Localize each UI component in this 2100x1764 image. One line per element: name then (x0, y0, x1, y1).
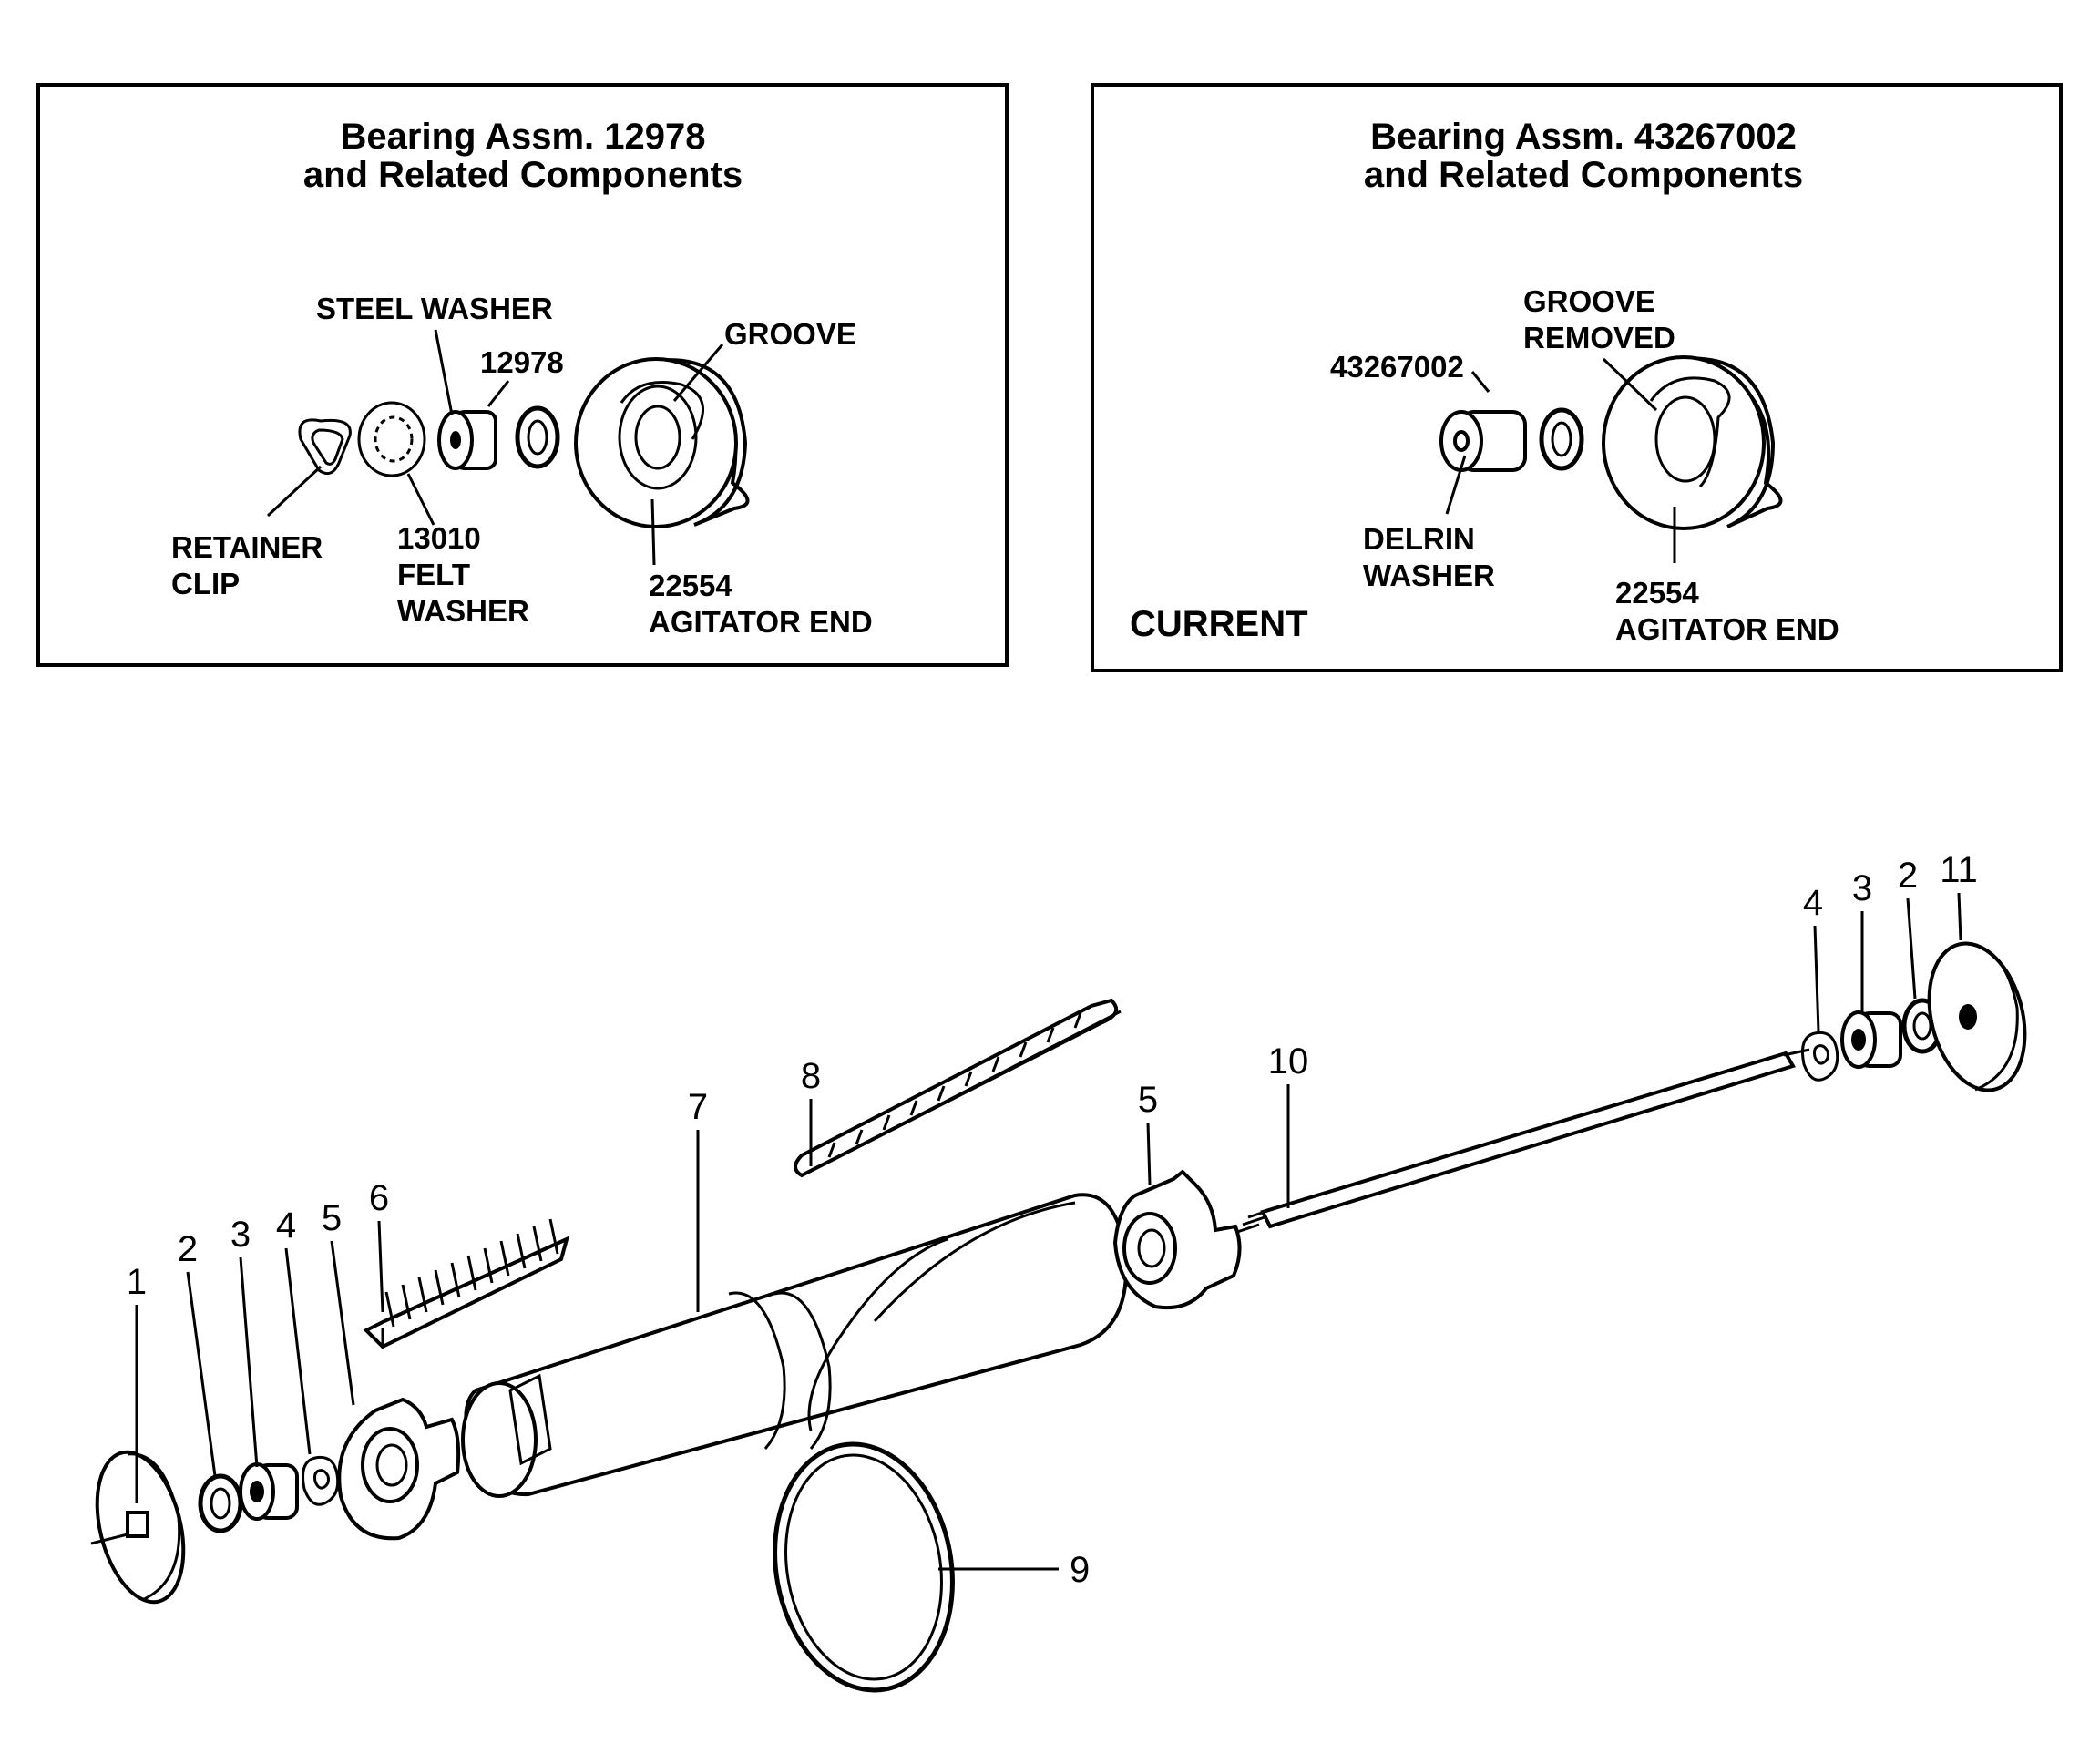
retainer-label-line2: CLIP (171, 567, 240, 600)
exploded-view: 1 2 3 4 5 6 7 8 9 10 5 4 3 2 11 (90, 850, 2027, 1693)
callout-3: 3 (230, 1215, 251, 1255)
right-panel: Bearing Assm. 43267002 and Related Compo… (1091, 83, 2063, 672)
groove-removed-leader (1602, 357, 1658, 412)
current-label: CURRENT (1130, 604, 1308, 644)
callout-3-leader (239, 1256, 259, 1468)
callout-7: 7 (688, 1087, 708, 1127)
retainer-leader (266, 465, 323, 518)
felt-washer-inner-icon (374, 415, 414, 463)
left-panel: Bearing Assm. 12978 and Related Componen… (36, 83, 1009, 667)
callout-5r-leader (1146, 1122, 1152, 1185)
washer-icon (515, 405, 560, 469)
felt-leader (406, 473, 435, 526)
felt-washer-icon (357, 401, 426, 477)
brush-strip-upper-icon (794, 998, 1122, 1178)
left-bearing-icon (239, 1462, 299, 1521)
left-panel-frame (36, 83, 1009, 667)
retainer-clip-icon (298, 418, 352, 476)
left-agitator-end-icon (337, 1397, 461, 1541)
callout-5: 5 (322, 1198, 342, 1238)
callout-8: 8 (801, 1056, 821, 1096)
delrin-bearing-hole-icon (1453, 430, 1470, 452)
shaft-icon (1236, 1048, 1810, 1234)
belt-icon (773, 1441, 955, 1693)
left-washer-hole-icon (210, 1487, 231, 1520)
felt-label-line1: FELT (397, 558, 470, 591)
callout-4r-leader (1813, 925, 1820, 1032)
washer-hole-icon-right (1551, 421, 1572, 457)
callout-11-leader (1957, 892, 1962, 941)
left-retainer-clip-icon (302, 1455, 340, 1506)
felt-number-label: 13010 (397, 521, 481, 555)
right-agitator-end-icon (1112, 1169, 1242, 1310)
left-washer-icon (198, 1473, 243, 1533)
steel-washer-leader (434, 329, 454, 415)
callout-2r-leader (1906, 897, 1917, 1000)
callout-3-right: 3 (1852, 868, 1872, 908)
right-washer-hole-icon (1912, 1011, 1932, 1041)
groove-label: GROOVE (724, 317, 856, 351)
callout-5-right: 5 (1138, 1080, 1158, 1120)
right-end-cap-icon (1927, 941, 2027, 1092)
callout-4: 4 (276, 1205, 296, 1246)
delrin-label-line2: WASHER (1363, 559, 1495, 592)
callout-2-right: 2 (1898, 856, 1918, 896)
left-end-cap-icon (90, 1450, 186, 1605)
callout-9: 9 (1070, 1550, 1090, 1590)
delrin-bearing-face-icon (1439, 410, 1483, 472)
brush-strip-icon (363, 1218, 570, 1349)
bearing-number-leader (487, 380, 510, 407)
callout-4-leader (284, 1247, 312, 1455)
agitator-name-label-right: AGITATOR END (1615, 612, 1839, 646)
bearing-number-label: 12978 (480, 345, 564, 379)
right-panel-frame (1091, 83, 2063, 672)
bearing-number-label-right: 43267002 (1330, 350, 1464, 384)
bearing-number-leader-right (1470, 371, 1490, 393)
delrin-label-line1: DELRIN (1363, 522, 1475, 556)
felt-label-line2: WASHER (397, 594, 529, 628)
right-panel-title-line1: Bearing Assm. 43267002 (1370, 117, 1797, 157)
agitator-number-label: 22554 (649, 569, 732, 602)
callout-6: 6 (369, 1178, 389, 1218)
washer-hole-icon (527, 419, 548, 456)
steel-washer-label: STEEL WASHER (316, 292, 553, 325)
agitator-leader (650, 498, 656, 566)
groove-removed-label-line2: REMOVED (1523, 321, 1675, 354)
right-retainer-clip-icon (1801, 1031, 1839, 1082)
agitator-end-icon (574, 357, 750, 528)
agitator-end-icon-right (1602, 355, 1783, 530)
left-panel-title-line2: and Related Components (303, 155, 743, 195)
callout-5-leader (330, 1240, 355, 1406)
groove-removed-label-line1: GROOVE (1523, 284, 1655, 318)
groove-leader (672, 344, 724, 402)
washer-icon-right (1539, 407, 1584, 471)
callout-10: 10 (1268, 1041, 1309, 1082)
agitator-number-label-right: 22554 (1615, 576, 1699, 610)
callout-4-right: 4 (1803, 883, 1823, 923)
agitator-body-icon (461, 1193, 1129, 1498)
right-panel-title-line2: and Related Components (1364, 155, 1803, 195)
callout-2-leader (186, 1271, 217, 1477)
callout-6-leader (377, 1220, 384, 1313)
left-panel-title-line1: Bearing Assm. 12978 (341, 117, 706, 157)
callout-2: 2 (178, 1229, 198, 1269)
agitator-name-label: AGITATOR END (649, 605, 873, 639)
delrin-leader (1445, 455, 1467, 515)
callout-11: 11 (1940, 850, 1978, 890)
right-bearing-icon (1840, 1010, 1902, 1069)
retainer-label-line1: RETAINER (171, 530, 323, 564)
callout-1: 1 (127, 1262, 147, 1302)
steel-bearing-hole-icon (450, 431, 461, 449)
